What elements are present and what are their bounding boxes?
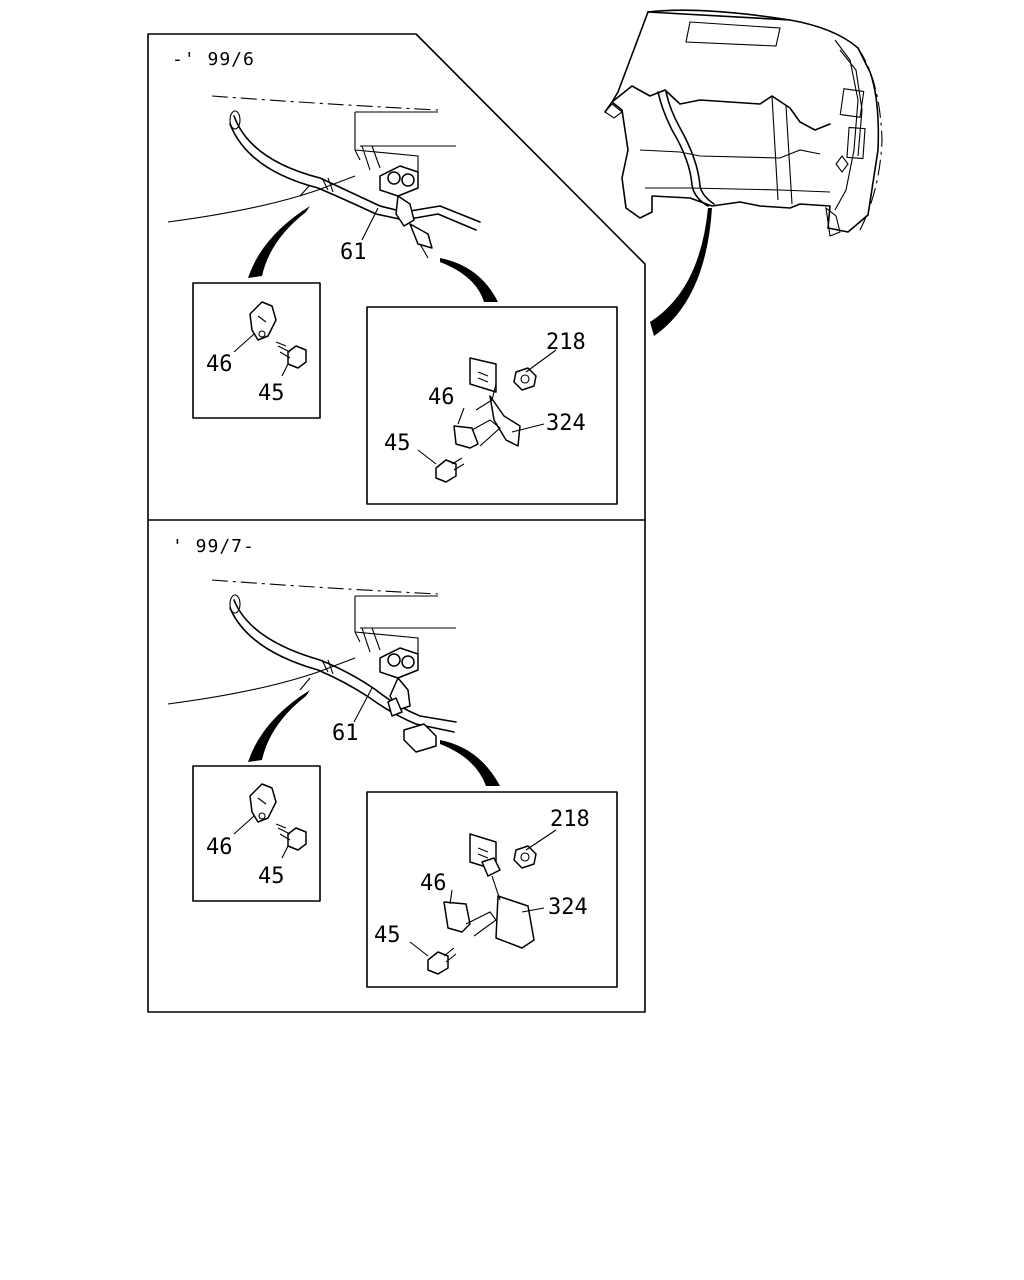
period-label-upper: -' 99/6 [172,49,255,70]
detail-box-right-upper: 218 46 324 45 [366,306,618,505]
pointer-arrow-left-lower [248,690,310,762]
callout-hose-upper: 61 [340,240,367,265]
callout-bracket-lower: 324 [548,895,588,920]
detail-box-right-lower: 218 46 324 45 [366,791,618,988]
pointer-arrow-right-lower [440,740,500,786]
detail-box-left-lower: 46 45 [192,765,321,902]
callout-bolt-right-upper: 45 [384,431,411,456]
period-label-lower: ' 99/7- [172,536,255,557]
engine-bay-sketch [167,95,456,223]
callout-nut-lower: 218 [550,807,590,832]
pointer-arrow-right-upper [440,258,498,302]
detail-box-left-upper: 46 45 [192,282,321,419]
callout-clip-left-lower: 46 [206,835,233,860]
callout-hose-lower: 61 [332,721,359,746]
callout-bracket-upper: 324 [546,411,586,436]
detail-pointer-arrow-icon [650,208,712,336]
pointer-arrow-left-upper [248,206,310,278]
callout-bolt-right-lower: 45 [374,923,401,948]
panel-lower: ' 99/7- 61 [167,536,618,988]
callout-clip-right-lower: 46 [420,871,447,896]
panel-frame [147,33,646,1013]
panel-upper: -' 99/6 61 [167,49,618,505]
callout-bolt-left-upper: 45 [258,381,285,406]
bracket-assembly [379,165,433,259]
bracket-assembly-lower [379,647,437,753]
callout-bolt-left-lower: 45 [258,864,285,889]
engine-bay-sketch-lower [167,579,456,705]
vehicle-front-overview-icon [604,9,883,237]
callout-clip-left-upper: 46 [206,352,233,377]
hose-lower [229,594,457,733]
callout-nut-upper: 218 [546,330,586,355]
callout-clip-right-upper: 46 [428,385,455,410]
hose [229,110,481,231]
